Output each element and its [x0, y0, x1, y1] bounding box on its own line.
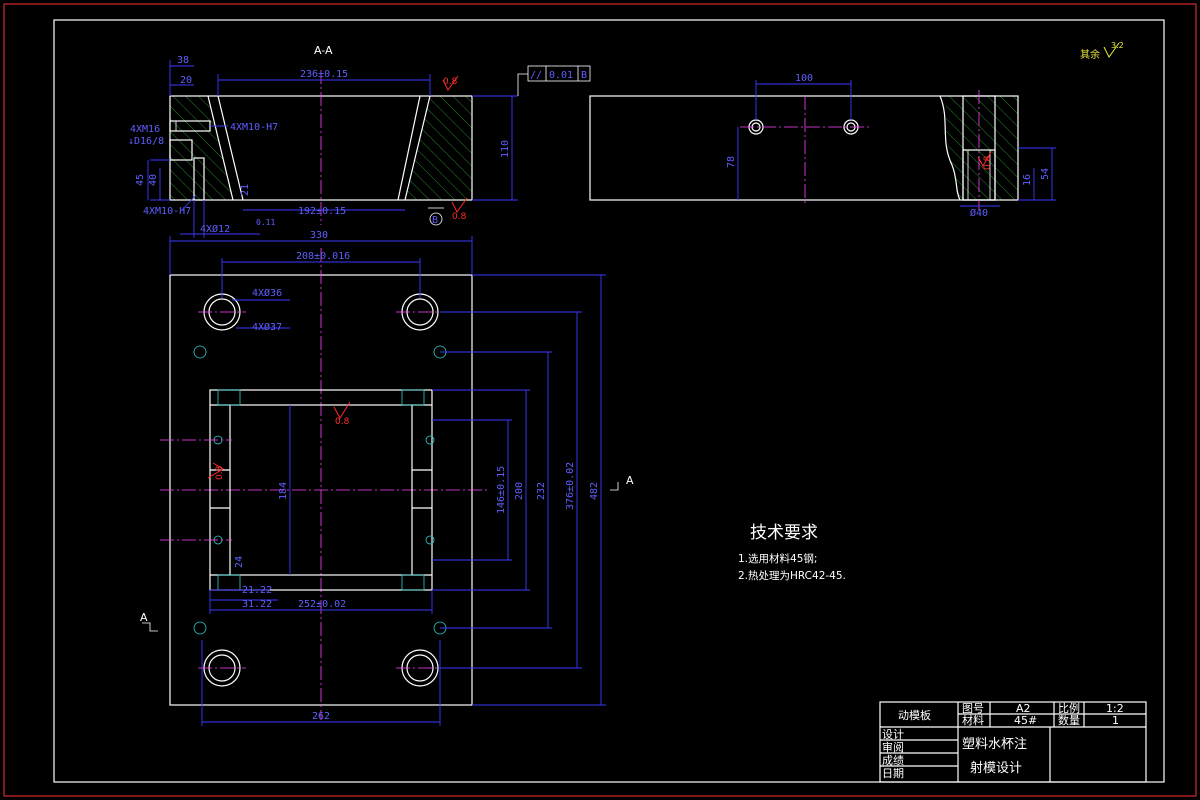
tech-req-item-1: 1.选用材料45钢; — [738, 552, 817, 565]
note-4xd36: 4XØ36 — [252, 287, 282, 299]
note-011: 0.11 — [256, 218, 275, 227]
section-label: A-A — [314, 44, 333, 57]
dim-200: 200 — [514, 482, 525, 500]
dim-31-22: 31.22 — [242, 599, 272, 610]
dim-330: 330 — [310, 230, 328, 241]
drawing-no: A2 — [1016, 702, 1031, 715]
datum-b: B — [432, 215, 438, 226]
dim-208: 208±0.016 — [296, 251, 350, 262]
dim-262: 262 — [312, 711, 330, 722]
dim-21: 21 — [240, 184, 251, 196]
dim-100: 100 — [795, 73, 813, 84]
scale: 1:2 — [1106, 702, 1124, 715]
tolerance-frame: // 0.01 B — [517, 65, 591, 96]
dim-146: 146±0.15 — [496, 466, 507, 514]
note-4xd12: 4XØ12 — [200, 223, 230, 235]
date-label: 日期 — [882, 767, 904, 780]
drawing-no-label: 图号 — [962, 702, 984, 715]
sheet-inner-border — [53, 19, 1165, 783]
roughness-1: 0.8 — [443, 77, 458, 87]
roughness-5: 0.8 — [215, 465, 225, 480]
section-hatch-right — [405, 96, 472, 200]
note-4xm10-upper: 4XM10-H7 — [230, 122, 278, 133]
tech-req-item-2: 2.热处理为HRC42-45. — [738, 569, 846, 582]
qty: 1 — [1112, 714, 1119, 727]
dim-78: 78 — [726, 156, 737, 168]
design-label: 设计 — [882, 728, 904, 741]
plan-view: 330 208±0.016 4XØ36 4XØ37 184 146±0.15 2… — [140, 230, 634, 726]
tol-datum: B — [581, 70, 587, 81]
dim-184: 184 — [278, 482, 289, 500]
roughness-rest-label: 其余 — [1080, 48, 1100, 61]
project-line-2: 射模设计 — [970, 760, 1022, 776]
roughness-4: 0.8 — [335, 417, 350, 427]
section-mark-right: A — [626, 474, 634, 487]
qty-label: 数量 — [1058, 714, 1080, 727]
dim-232: 232 — [536, 482, 547, 500]
project-line-1: 塑料水杯注 — [962, 737, 1027, 752]
note-depth: ↓D16/8 — [128, 136, 164, 147]
section-hatch-left — [170, 96, 233, 200]
roughness-rest-value: 3.2 — [1111, 41, 1124, 50]
screw-holes — [160, 345, 447, 635]
dim-110: 110 — [500, 140, 511, 158]
guide-bores — [198, 293, 444, 687]
dim-482: 482 — [589, 482, 600, 500]
dim-192: 192±0.15 — [298, 206, 346, 217]
note-4xm16: 4XM16 — [130, 124, 160, 135]
part-name: 动模板 — [898, 708, 931, 722]
scale-label: 比例 — [1058, 701, 1080, 715]
tol-symbol: // — [530, 70, 542, 81]
note-4xd37: 4XØ37 — [252, 321, 282, 333]
side-view: 100 78 54 16 Ø40 0.8 其余 3.2 — [589, 41, 1124, 219]
dim-24: 24 — [234, 556, 245, 568]
dim-252: 252±0.02 — [298, 599, 346, 610]
roughness-2: 0.8 — [452, 212, 467, 222]
material-label: 材料 — [962, 713, 984, 727]
dim-45: 45 — [135, 174, 146, 186]
dim-d40: Ø40 — [970, 207, 988, 219]
section-mark-left: A — [140, 611, 148, 624]
tol-value: 0.01 — [549, 70, 573, 81]
technical-requirements: 技术要求 1.选用材料45钢; 2.热处理为HRC42-45. — [738, 523, 846, 582]
material: 45# — [1014, 714, 1037, 727]
dim-16: 16 — [1022, 174, 1033, 186]
dim-21-22: 21.22 — [242, 585, 272, 596]
sheet-outer-border — [3, 3, 1197, 797]
dim-38: 38 — [177, 55, 189, 66]
score-label: 成绩 — [882, 754, 904, 767]
dim-40: 40 — [148, 174, 159, 186]
tech-req-title: 技术要求 — [750, 523, 818, 543]
bolt-bore-lower — [193, 157, 205, 201]
dim-54: 54 — [1040, 168, 1051, 180]
section-view-aa: A-A 236±0.15 38 20 110 192±0.15 — [128, 44, 591, 238]
side-view-hatch — [946, 96, 1018, 200]
roughness-3: 0.8 — [983, 155, 993, 170]
check-label: 审阅 — [882, 740, 904, 754]
title-block: 动模板 图号 A2 比例 1:2 材料 45# 数量 1 设计 审阅 成绩 日期… — [879, 701, 1147, 783]
dim-20: 20 — [180, 75, 192, 86]
dim-376: 376±0.02 — [565, 462, 576, 510]
dim-236: 236±0.15 — [300, 69, 348, 80]
cavity-outline — [209, 389, 433, 591]
note-4xm10-lower: 4XM10-H7 — [143, 206, 191, 217]
